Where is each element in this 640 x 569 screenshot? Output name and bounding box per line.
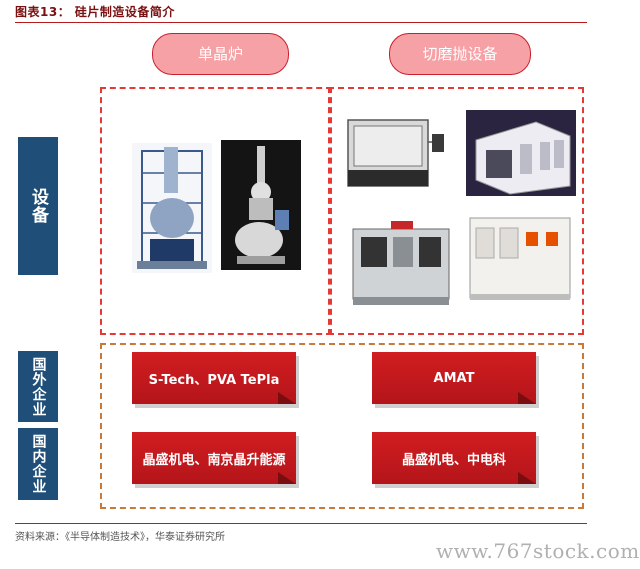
category-cmp-equipment: 切磨抛设备 [389, 33, 531, 75]
equipment-box-right [328, 87, 584, 335]
sidebar-foreign: 国外企业 [18, 351, 58, 422]
crystal-puller-image-2 [221, 140, 301, 270]
watermark: www.767stock.com [436, 539, 640, 563]
domestic-cmp-text: 晶盛机电、中电科 [401, 452, 506, 468]
sidebar-domestic: 国内企业 [18, 428, 58, 500]
title-divider [15, 22, 587, 23]
companies-box [100, 343, 584, 509]
figure-title: 图表13： 硅片制造设备简介 [15, 5, 175, 19]
sidebar-equipment: 设备 [18, 137, 58, 275]
grinding-machine-image [342, 110, 448, 196]
card-fold [518, 392, 536, 404]
foreign-crystal-furnace-text: S-Tech、PVA TePla [148, 372, 280, 388]
crystal-puller-image-1 [132, 143, 212, 273]
sidebar-equipment-label: 设备 [28, 188, 48, 224]
sidebar-domestic-label: 国内企业 [30, 434, 47, 494]
domestic-cmp-companies: 晶盛机电、中电科 [372, 432, 536, 484]
footer-divider [15, 523, 587, 524]
polishing-machine-image [466, 110, 576, 196]
domestic-crystal-furnace-companies: 晶盛机电、南京晶升能源 [132, 432, 296, 484]
foreign-cmp-companies: AMAT [372, 352, 536, 404]
domestic-crystal-furnace-text: 晶盛机电、南京晶升能源 [142, 452, 286, 468]
foreign-crystal-furnace-companies: S-Tech、PVA TePla [132, 352, 296, 404]
source-note: 资料来源：《半导体制造技术》，华泰证券研究所 [15, 532, 225, 543]
card-fold [518, 472, 536, 484]
foreign-cmp-text: AMAT [433, 370, 475, 386]
wafer-cleaning-machine-image [464, 210, 576, 306]
card-fold [278, 472, 296, 484]
slicing-machine-image [349, 219, 455, 311]
sidebar-foreign-label: 国外企业 [30, 356, 47, 417]
card-fold [278, 392, 296, 404]
category-crystal-furnace: 单晶炉 [152, 33, 289, 75]
equipment-box-left [100, 87, 332, 335]
